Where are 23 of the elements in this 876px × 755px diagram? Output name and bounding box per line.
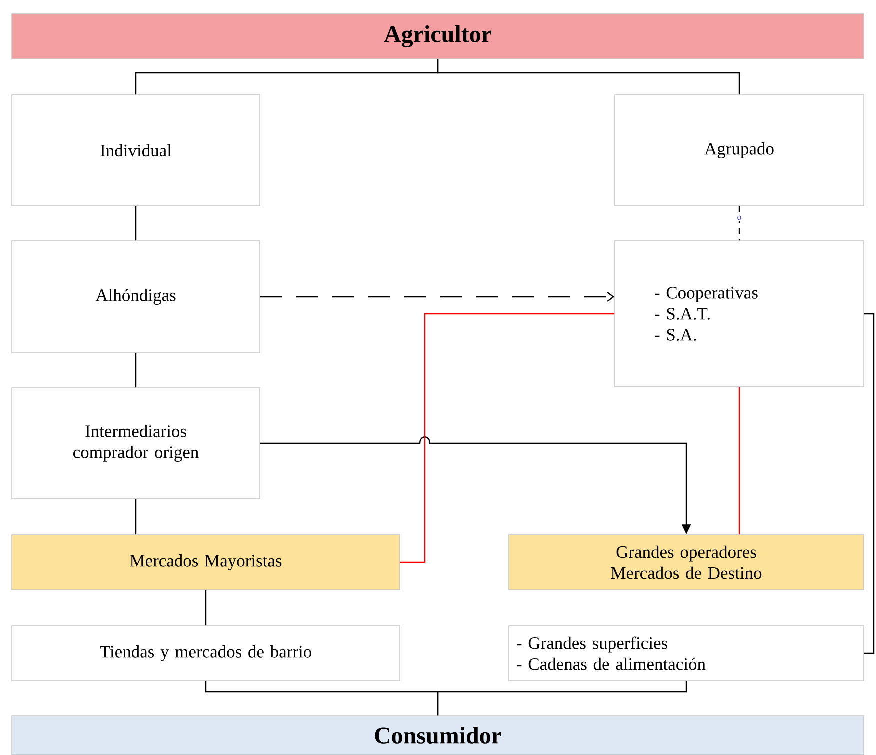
- connector: [437, 59, 740, 95]
- connector: [260, 292, 615, 302]
- connector: [738, 387, 740, 535]
- connector: [437, 681, 688, 716]
- process-box: - Grandes superficies - Cadenas de alimentación: [508, 626, 864, 682]
- edge-label: o: [738, 216, 742, 220]
- process-box: Intermediarios comprador origen: [12, 388, 260, 500]
- process-box: - Cooperativas - S.A.T. - S.A.: [614, 240, 864, 388]
- connector: [400, 313, 615, 564]
- title-band: Agricultor: [12, 14, 864, 60]
- highlighted-box: Mercados Mayoristas: [12, 534, 400, 590]
- connector: [738, 206, 740, 241]
- connector: [205, 590, 207, 626]
- process-box: Tiendas y mercados de barrio: [12, 626, 400, 682]
- connector: [135, 353, 137, 388]
- process-box: Agrupado: [614, 94, 864, 206]
- title-band: Consumidor: [12, 716, 864, 755]
- process-box: Alhóndigas: [12, 240, 260, 354]
- connector: [864, 313, 875, 654]
- process-box: Individual: [12, 94, 260, 206]
- connector: [135, 499, 137, 535]
- connector: [135, 206, 137, 241]
- highlighted-box: Grandes operadores Mercados de Destino: [508, 534, 864, 590]
